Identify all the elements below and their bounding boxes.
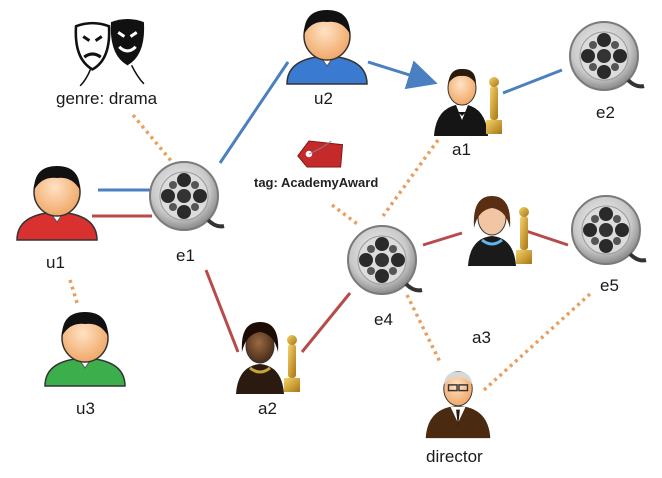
movie-e5: e5 [570,194,648,295]
u3-label: u3 [76,399,95,418]
edge-u1-u3 [68,279,80,307]
edge-e5-director [482,292,592,392]
actress-a3: a3 [466,194,534,347]
film-reel-icon [346,224,424,296]
user-avatar-icon [16,165,98,241]
edge-a3-e5 [522,228,569,247]
director-label: director [426,447,483,466]
e4-label: e4 [374,310,393,329]
actress-a2: a2 [234,320,302,418]
edges [68,60,592,392]
film-reel-icon [568,20,646,92]
genre-node: genre: drama [56,18,158,108]
film-reel-icon [148,160,226,232]
e1-label: e1 [176,246,195,265]
movie-e4: e4 [346,224,424,329]
user-u2: u2 [286,9,368,108]
edge-a1-e2 [502,68,563,95]
user-avatar-icon [44,311,126,387]
e5-label: e5 [600,276,619,295]
user-u3: u3 [44,311,126,418]
actress-with-oscar-icon [466,194,534,268]
u1-label: u1 [46,253,65,272]
actor-with-oscar-icon [433,68,503,137]
a2-label: a2 [258,399,277,418]
edge-e4-director [405,294,442,363]
director-node: director [424,370,492,466]
actress-with-oscar-icon [234,320,302,396]
film-reel-icon [570,194,648,266]
edge-a2-e4 [300,292,352,353]
tag-label: tag: AcademyAward [254,175,378,190]
edge-tag-e4 [330,203,362,228]
edge-e4-a3 [422,231,463,247]
a3-label: a3 [472,328,491,347]
user-u1: u1 [16,165,98,272]
edge-a1-e4 [381,138,440,218]
theater-masks-icon [74,18,146,88]
e2-label: e2 [596,103,615,122]
user-avatar-icon [286,9,368,85]
tag-icon [297,140,344,168]
u2-label: u2 [314,89,333,108]
edge-u2-a1 [367,60,438,90]
edge-e1-u2 [218,61,290,164]
edge-e1-a2 [204,269,240,353]
edge-genre-e1 [131,113,174,164]
movie-e1: e1 [148,160,226,265]
tag-node: tag: AcademyAward [254,140,378,190]
a1-label: a1 [452,140,471,159]
actor-a1: a1 [433,68,503,159]
director-icon [424,370,492,439]
movie-e2: e2 [568,20,646,122]
genre-label: genre: drama [56,89,158,108]
